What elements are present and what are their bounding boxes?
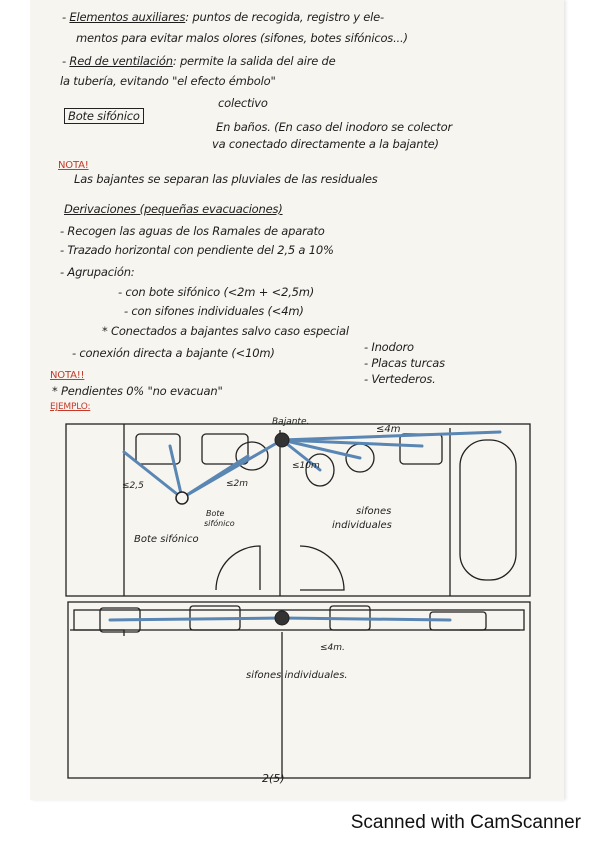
label-bote-small-1: Bote [206, 509, 225, 518]
note-line-elementos-2: mentos para evitar malos olores (sifones… [76, 31, 408, 45]
derivaciones-option-vertederos: - Vertederos. [364, 372, 436, 386]
bathtub [459, 439, 517, 581]
bote-option-banos-2: va conectado directamente a la bajante) [212, 137, 439, 151]
pipe-bote-to-bajante [180, 438, 284, 500]
pipe-lower-left [108, 616, 284, 622]
bote-option-banos: En baños. (En caso del inodoro se colect… [216, 120, 452, 134]
toilet-left [235, 441, 269, 471]
derivaciones-line-5: - con sifones individuales (<4m) [124, 304, 304, 318]
note-line-ventilacion-2: la tubería, evitando "el efecto émbolo" [60, 74, 276, 88]
pipe-toilet-right [280, 438, 322, 472]
derivaciones-line-4: - con bote sifónico (<2m + <2,5m) [118, 285, 315, 299]
pipe-lower-right [280, 616, 452, 622]
derivaciones-title: Derivaciones (pequeñas evacuaciones) [64, 202, 283, 216]
camscanner-watermark: Scanned with CamScanner [350, 812, 581, 833]
label-bote-sifonico: Bote sifónico [134, 533, 199, 545]
derivaciones-line-2: - Trazado horizontal con pendiente del 2… [60, 243, 334, 257]
derivaciones-line-7: - conexión directa a bajante (<10m) [72, 346, 275, 360]
label-4m-bottom: ≤4m. [320, 643, 345, 653]
derivaciones-option-placas: - Placas turcas [364, 356, 445, 370]
toilet-right [305, 453, 335, 487]
nota-1-label: NOTA! [58, 160, 89, 171]
label-sifones-2: individuales [332, 520, 392, 531]
label-10m: ≤10m [292, 461, 320, 471]
pipe-bidet [280, 438, 362, 460]
bajante-symbol-top [274, 432, 290, 448]
bathroom-floor-plan: Bajante. ≤4m ≤2,5 ≤2m ≤10m Bote sifónico… [65, 417, 531, 785]
pipe-basin-to-bote [168, 444, 184, 500]
washbasin-left [135, 433, 181, 465]
washbasin-right [399, 433, 443, 465]
bajante-symbol-bottom [274, 610, 290, 626]
label-4m-top: ≤4m [376, 424, 401, 435]
derivaciones-line-1: - Recogen las aguas de los Ramales de ap… [60, 224, 325, 238]
derivaciones-line-6: * Conectados a bajantes salvo caso espec… [102, 324, 349, 338]
nota-2-text: * Pendientes 0% "no evacuan" [52, 384, 223, 398]
washbasin-mid [201, 433, 249, 465]
term-red-ventilacion: Red de ventilación [69, 54, 173, 68]
label-sifones-bottom: sifones individuales. [246, 670, 348, 681]
pipe-basin-right [280, 438, 424, 448]
label-2-5: ≤2,5 [122, 481, 144, 491]
note-line-ventilacion: - Red de ventilación: permite la salida … [62, 54, 336, 68]
bote-sifonico-box: Bote sifónico [64, 108, 144, 124]
pipe-left-to-bote [122, 450, 184, 500]
bote-option-colectivo: colectivo [218, 96, 268, 110]
derivaciones-option-inodoro: - Inodoro [364, 340, 414, 354]
derivaciones-line-3: - Agrupación: [60, 265, 135, 279]
nota-2-label: NOTA!! [50, 370, 85, 381]
upper-room-outline [65, 423, 531, 597]
note-line-elementos: - Elementos auxiliares: puntos de recogi… [62, 10, 384, 24]
ejemplo-label: EJEMPLO: [50, 402, 91, 412]
door-swing-left [215, 545, 261, 591]
label-bajante: Bajante. [272, 417, 309, 427]
label-bote-small-2: sifónico [204, 518, 235, 528]
scanned-notebook-page: - Elementos auxiliares: puntos de recogi… [30, 0, 564, 800]
nota-1-text: Las bajantes se separan las pluviales de… [74, 172, 378, 186]
label-sifones-1: sifones [356, 506, 391, 517]
term-elementos-auxiliares: Elementos auxiliares [69, 10, 186, 24]
bote-sifonico-symbol [175, 491, 189, 505]
label-2m: ≤2m [226, 479, 248, 489]
lower-room-outline [67, 601, 531, 779]
door-swing-right [299, 545, 345, 591]
page-number-mark: 2(5) [262, 772, 285, 785]
pipe-bathtub [280, 430, 502, 442]
